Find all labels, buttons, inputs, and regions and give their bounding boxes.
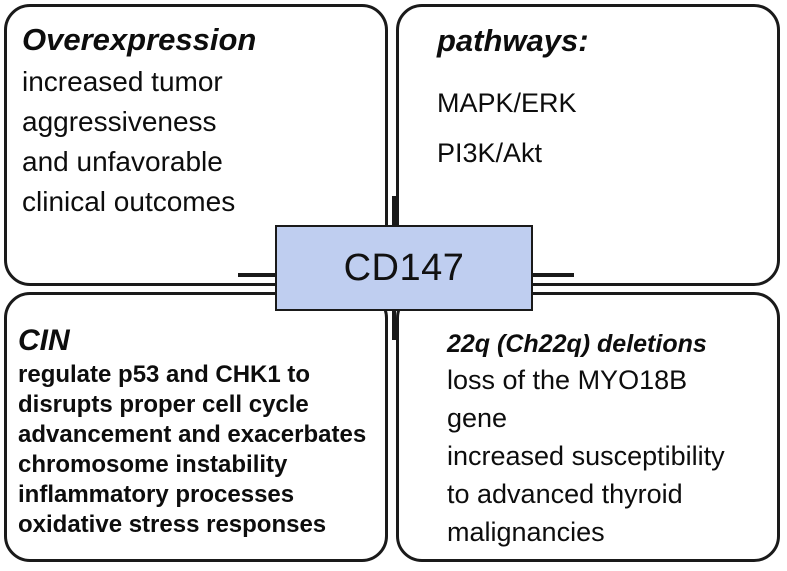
top-right-line-1: MAPK/ERK [437, 88, 577, 118]
bottom-left-line-2: disrupts proper cell cycle [18, 391, 309, 418]
top-right-line-2: PI3K/Akt [437, 138, 543, 168]
bottom-left-line-4: chromosome instability [18, 451, 288, 478]
quadrant-text-top-left: Overexpression increased tumor aggressiv… [22, 20, 372, 222]
bottom-left-line-6: oxidative stress responses [18, 511, 327, 538]
top-right-heading: pathways: [437, 23, 589, 58]
center-node-label: CD147 [343, 247, 465, 289]
top-left-heading: Overexpression [22, 22, 257, 57]
connector-line-left [238, 273, 280, 277]
top-left-line-4: clinical outcomes [22, 186, 236, 217]
center-node-cd147: CD147 [275, 225, 533, 311]
bottom-right-line-3: increased susceptibility [447, 441, 725, 471]
bottom-left-heading: CIN [18, 324, 70, 357]
bottom-right-line-1: loss of the MYO18B [447, 365, 688, 395]
bottom-left-line-1: regulate p53 and CHK1 to [18, 361, 311, 388]
bottom-right-line-5: malignancies [447, 517, 605, 547]
top-left-line-1: increased tumor [22, 66, 223, 97]
top-left-line-3: and unfavorable [22, 146, 223, 177]
connector-line-right [528, 273, 574, 277]
connector-line-top [392, 196, 396, 230]
quadrant-box-bottom-left [4, 292, 388, 562]
bottom-right-heading: 22q (Ch22q) deletions [447, 330, 707, 358]
quadrant-text-bottom-left: CIN regulate p53 and CHK1 to disrupts pr… [18, 322, 388, 540]
quadrant-text-top-right: pathways: MAPK/ERK PI3K/Akt [437, 20, 767, 178]
quadrant-box-bottom-right [396, 292, 780, 562]
bottom-left-line-5: inflammatory processes [18, 481, 295, 508]
connector-line-bottom [392, 306, 396, 340]
bottom-left-line-3: advancement and exacerbates [18, 421, 367, 448]
quadrant-text-bottom-right: 22q (Ch22q) deletions loss of the MYO18B… [447, 327, 777, 551]
bottom-right-line-2: gene [447, 403, 508, 433]
top-left-line-2: aggressiveness [22, 106, 217, 137]
bottom-right-line-4: to advanced thyroid [447, 479, 683, 509]
